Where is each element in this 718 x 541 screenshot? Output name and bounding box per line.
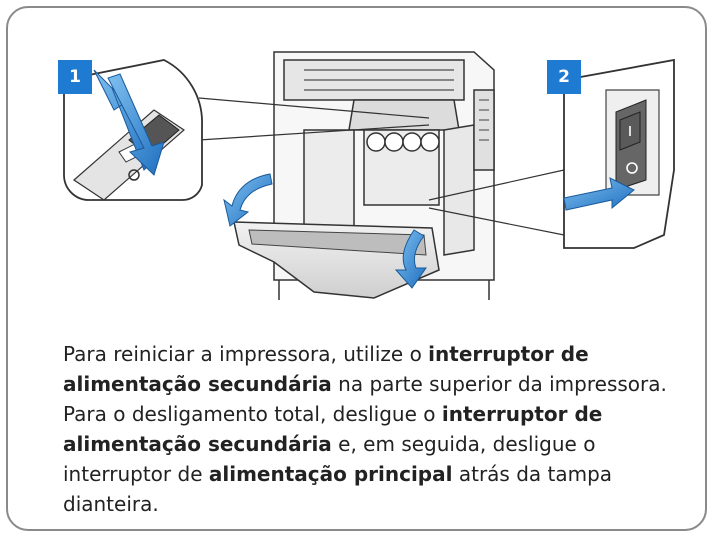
caption-bold-secondary-switch: interruptor de alimentação secundária xyxy=(63,342,589,396)
caption-text-1: Para reiniciar a impressora, utilize o xyxy=(63,342,429,366)
secondary-power-switch-icon xyxy=(63,59,203,201)
printer-illustration: 1 2 xyxy=(34,30,684,300)
step-badge-2: 2 xyxy=(547,60,581,94)
caption-text-3: e, em seguida, desligue o interruptor de xyxy=(63,432,596,486)
caption-text-4: atrás da tampa dianteira. xyxy=(63,462,613,516)
printer-svg xyxy=(63,51,675,300)
door-open-arrow-right xyxy=(394,229,427,289)
door-open-arrow-left xyxy=(223,173,273,227)
press-arrow-icon xyxy=(563,177,635,211)
caption-text-2: na parte superior da impressora. Para o … xyxy=(63,372,667,426)
instruction-card: 1 2 Para reiniciar a impressora, utilize… xyxy=(6,6,707,531)
caption-bold-main-power: alimentação principal xyxy=(208,462,453,486)
main-power-switch-icon xyxy=(563,58,675,249)
step-badge-1: 1 xyxy=(58,60,92,94)
step-number-2: 2 xyxy=(558,67,570,87)
instruction-text: Para reiniciar a impressora, utilize o i… xyxy=(63,339,678,519)
caption-bold-secondary-switch-2: interruptor de alimentação secundária xyxy=(63,402,603,456)
step-number-1: 1 xyxy=(69,67,81,87)
